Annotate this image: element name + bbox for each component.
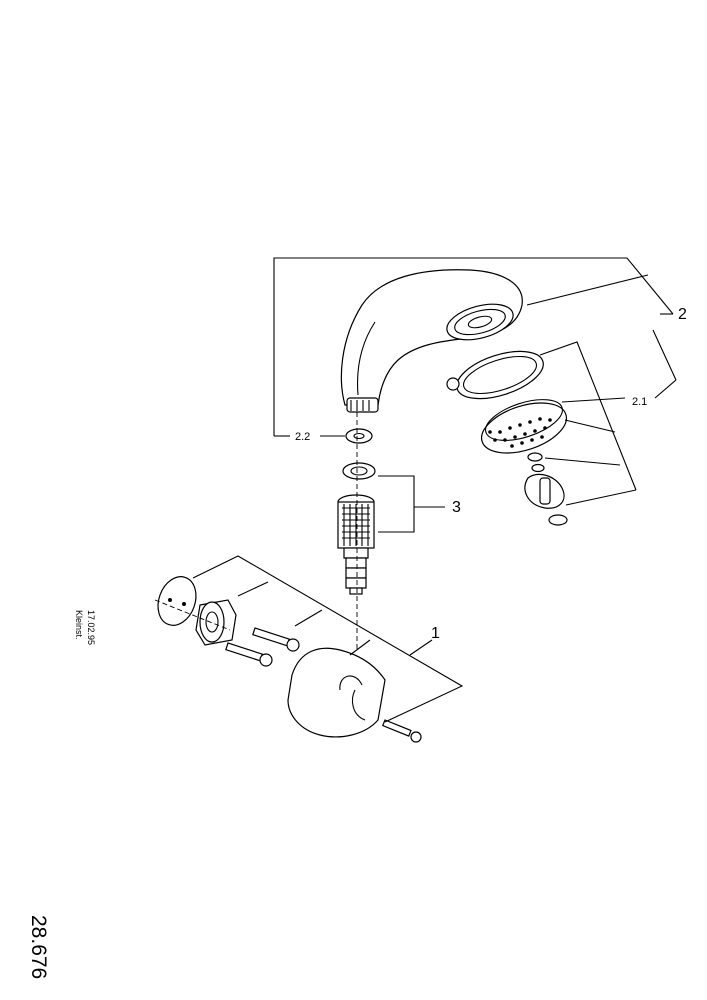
hand-shower-part [340, 269, 523, 413]
callout-hose-nut: 3 [452, 499, 461, 516]
document-number: 28.676 [27, 915, 50, 979]
hose-nut-part [337, 494, 375, 595]
spray-ring-part [446, 350, 544, 400]
callout-leaders [192, 257, 677, 723]
wall-axis [154, 599, 231, 631]
spray-face-part [481, 399, 567, 454]
spray-small-parts [524, 452, 568, 526]
callout-spray-face: 2.1 [632, 396, 647, 408]
wall-holder-part [157, 576, 422, 743]
drawing-author: Kleinst. [74, 610, 84, 640]
seal-washer-part [342, 428, 376, 480]
callout-hand-shower: 2 [678, 306, 687, 323]
callout-wall-holder: 1 [431, 625, 440, 642]
drawing-date: 17.02.95 [86, 610, 96, 645]
callout-seal-washer: 2.2 [295, 431, 310, 443]
